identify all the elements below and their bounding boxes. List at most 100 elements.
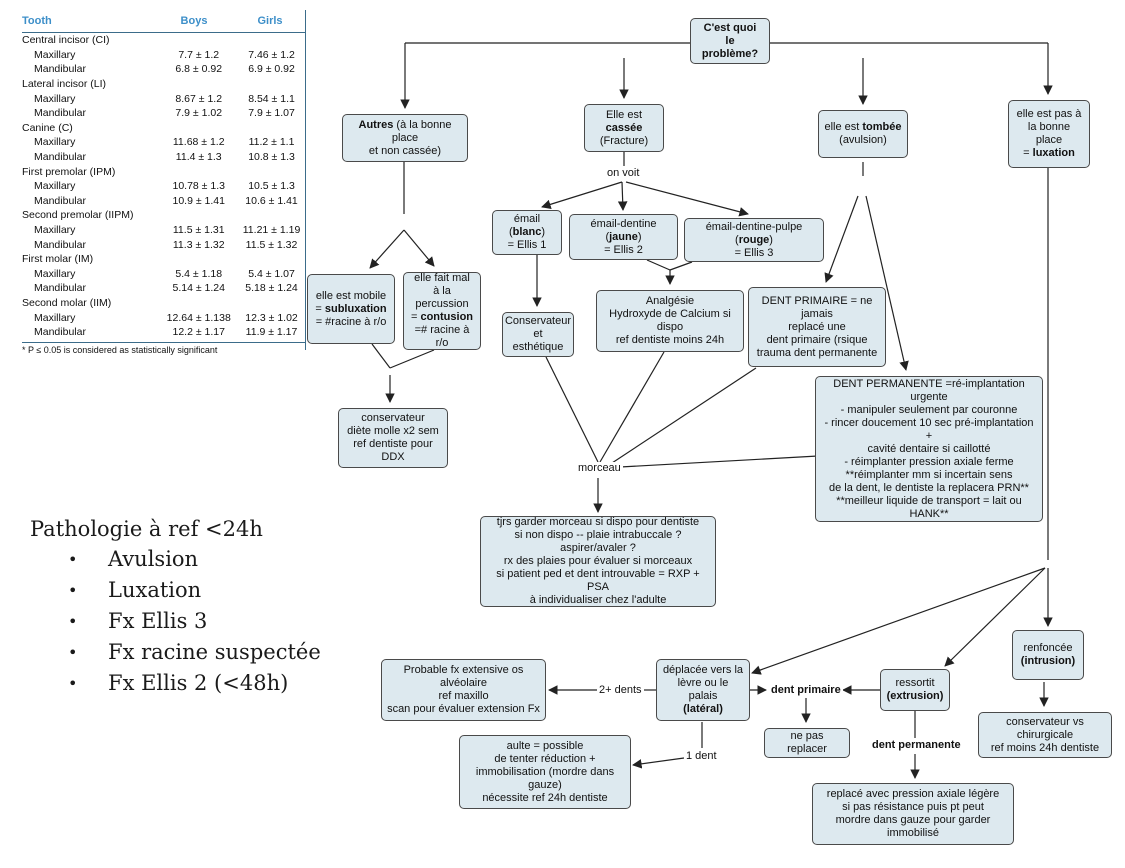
table-row: Central incisor (CI) bbox=[22, 33, 306, 48]
analgesie-to-morceau bbox=[599, 351, 665, 463]
autres-bold: Autres bbox=[358, 118, 394, 131]
label-dent-primaire: dent primaire bbox=[769, 684, 843, 697]
deplacee-line-1: déplacée vers la bbox=[662, 664, 744, 676]
analgesie-line-3: ref dentiste moins 24h bbox=[615, 334, 725, 346]
label-1-dent: 1 dent bbox=[684, 750, 719, 763]
analgesie-line-2: Hydroxyde de Calcium si dispo bbox=[609, 308, 731, 333]
table-cell-boys: 11.3 ± 1.32 bbox=[172, 238, 225, 251]
table-cell-tooth: Mandibular bbox=[34, 238, 86, 251]
box-line: si patient ped et dent introuvable = RXP… bbox=[496, 568, 700, 593]
rouge-close: ) bbox=[769, 233, 773, 246]
table-cell-girls: 11.5 ± 1.32 bbox=[245, 238, 298, 251]
table-cell-girls: 7.46 ± 1.2 bbox=[248, 48, 295, 61]
box-line: cavité dentaire si caillotté bbox=[867, 442, 991, 455]
autres-text: (à la bonne place bbox=[391, 118, 452, 144]
node-email-jaune: émail-dentine (jaune) = Ellis 2 bbox=[569, 214, 678, 260]
table-cell-tooth: First premolar (IPM) bbox=[22, 165, 116, 178]
table-cell-girls: 11.21 ± 1.19 bbox=[242, 224, 301, 237]
tooth-size-table: Tooth Boys Girls Central incisor (CI)Max… bbox=[22, 10, 306, 360]
pathology-item-label: Fx Ellis 3 bbox=[108, 609, 208, 633]
node-tombee: elle est tombée (avulsion) bbox=[818, 110, 908, 158]
table-cell-tooth: Maxillary bbox=[34, 136, 76, 149]
cons-esth-line-1: Conservateur bbox=[504, 315, 572, 327]
renfoncee-line-1: renfoncée bbox=[1023, 642, 1073, 654]
mobile-join bbox=[371, 343, 391, 369]
esth-to-morceau bbox=[545, 356, 599, 463]
table-cell-girls: 6.9 ± 0.92 bbox=[248, 63, 295, 76]
ressortit-line-1: ressortit bbox=[895, 677, 935, 689]
jaune-join bbox=[646, 259, 671, 271]
table-row: Lateral incisor (LI) bbox=[22, 77, 306, 92]
rouge-line-2: = Ellis 3 bbox=[734, 246, 774, 259]
bullet-icon: • bbox=[68, 643, 78, 662]
arrow-to-ressortit bbox=[944, 567, 1046, 667]
box-line: DENT PERMANENTE =ré-implantation urgente bbox=[833, 377, 1025, 403]
table-cell-tooth: Second molar (IIM) bbox=[22, 296, 112, 309]
mobile-line-2: = subluxation bbox=[315, 303, 386, 316]
deplacee-bold: (latéral) bbox=[683, 703, 723, 715]
box-line: **réimplanter mm si incertain sens bbox=[845, 468, 1013, 481]
table-cell-boys: 12.64 ± 1.138 bbox=[166, 311, 231, 324]
permanente-to-morceau bbox=[619, 455, 819, 468]
mobile-eq: = bbox=[315, 302, 325, 315]
jaune-line-1: émail-dentine (jaune) bbox=[575, 218, 672, 244]
primaire-line-3: dent primaire (rsique bbox=[766, 333, 868, 346]
pathology-title: Pathologie à ref <24h bbox=[30, 517, 263, 541]
table-cell-tooth: First molar (IM) bbox=[22, 253, 94, 266]
table-cell-boys: 5.14 ± 1.24 bbox=[172, 282, 225, 295]
aulte-line-1: aulte = possible bbox=[506, 739, 584, 752]
table-row: Second premolar (IIPM) bbox=[22, 208, 306, 223]
tombee-line-1: elle est tombée bbox=[824, 121, 901, 134]
mobile-line-3: = #racine à r/o bbox=[315, 315, 387, 328]
blanc-close: ) bbox=[541, 226, 546, 238]
cons-chir-line-2: ref moins 24h dentiste bbox=[990, 741, 1100, 754]
node-replace-pression: replacé avec pression axiale légère si p… bbox=[812, 783, 1014, 845]
table-cell-girls: 5.4 ± 1.07 bbox=[248, 267, 295, 280]
table-cell-girls: 8.54 ± 1.1 bbox=[248, 92, 295, 105]
box-line: si non dispo -- plaie intrabuccale ? asp… bbox=[514, 529, 682, 554]
table-header-row: Tooth Boys Girls bbox=[22, 10, 306, 33]
arrow-to-email-jaune bbox=[617, 181, 628, 211]
luxation-bold: luxation bbox=[1032, 147, 1075, 159]
cons-esth-line-2: et esthétique bbox=[512, 328, 564, 353]
header-tooth: Tooth bbox=[22, 15, 52, 27]
box-line: à individualiser chez l'adulte bbox=[529, 594, 667, 606]
node-ne-pas-replacer: ne pas replacer bbox=[764, 728, 850, 758]
node-mobile: elle est mobile = subluxation = #racine … bbox=[307, 274, 395, 344]
table-cell-girls: 12.3 ± 1.02 bbox=[245, 311, 298, 324]
pathology-item: •Fx Ellis 3 bbox=[68, 606, 321, 637]
table-cell-boys: 6.8 ± 0.92 bbox=[175, 63, 223, 76]
rouge-join bbox=[669, 261, 693, 271]
table-cell-tooth: Central incisor (CI) bbox=[22, 34, 110, 47]
replace-line-2: si pas résistance puis pt peut bbox=[842, 801, 984, 813]
jaune-line-2: = Ellis 2 bbox=[604, 243, 643, 256]
table-row: Mandibular 11.3 ± 1.32 11.5 ± 1.32 bbox=[22, 237, 306, 252]
arrow-to-mobile bbox=[369, 229, 405, 269]
table-cell-tooth: Second premolar (IIPM) bbox=[22, 209, 134, 222]
percussion-line-3: = contusion bbox=[411, 311, 473, 324]
probable-line-1: Probable fx extensive os alvéolaire bbox=[403, 664, 524, 689]
table-cell-tooth: Maxillary bbox=[34, 48, 76, 61]
node-conservateur-esth: Conservateur et esthétique bbox=[502, 312, 574, 357]
cons-molle-line-1: conservateur bbox=[361, 412, 425, 424]
blanc-text: émail ( bbox=[508, 213, 541, 238]
luxation-line-3: = luxation bbox=[1023, 147, 1075, 160]
table-cell-tooth: Maxillary bbox=[34, 267, 76, 280]
node-dent-primaire-jamais: DENT PRIMAIRE = ne jamais replacé une de… bbox=[748, 287, 886, 367]
label-dent-permanente: dent permanente bbox=[870, 739, 963, 752]
table-cell-tooth: Maxillary bbox=[34, 180, 76, 193]
box-line: tjrs garder morceau si dispo pour dentis… bbox=[496, 516, 700, 528]
root-line-1: C'est quoi bbox=[703, 21, 757, 34]
percussion-eq: = bbox=[410, 311, 421, 323]
table-cell-boys: 11.5 ± 1.31 bbox=[172, 224, 225, 237]
table-cell-boys: 11.4 ± 1.3 bbox=[175, 151, 222, 164]
aulte-line-2: de tenter réduction + bbox=[494, 752, 596, 765]
percussion-line-1: elle fait mal bbox=[414, 272, 470, 284]
table-cell-tooth: Mandibular bbox=[34, 194, 86, 207]
replace-line-1: replacé avec pression axiale légère bbox=[826, 788, 1000, 800]
